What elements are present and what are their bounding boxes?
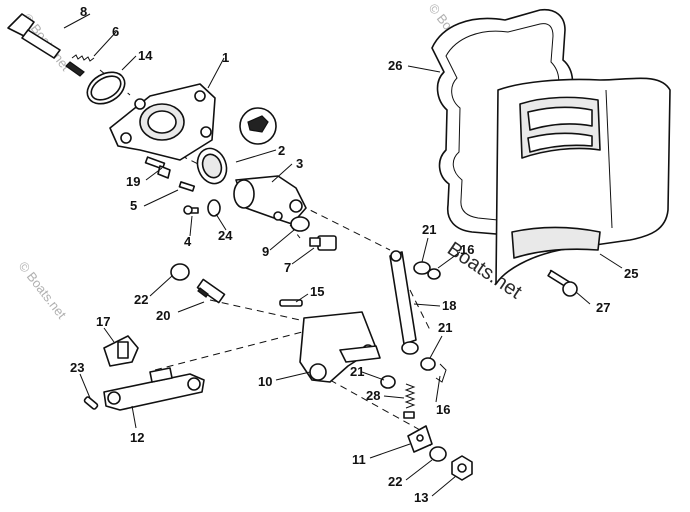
bolt-7 [309,235,337,251]
link-arm-12 [103,367,205,411]
callout-11: 11 [352,452,366,467]
callout-17: 17 [96,314,110,329]
shaft-lever-3 [233,175,307,225]
callout-21-upper: 21 [422,222,436,237]
callout-numbers: 8 6 14 1 26 2 3 19 5 4 24 9 7 21 16 25 2… [70,4,638,505]
pin-23 [83,396,99,410]
lever-bracket-10 [299,311,381,383]
washer-9 [290,216,310,232]
callout-28: 28 [366,388,380,403]
callout-9: 9 [262,244,269,259]
callout-13: 13 [414,490,428,505]
bolt-19 [144,156,171,179]
washer-21-mid [420,357,436,371]
callout-21-lower: 21 [350,364,364,379]
callout-5: 5 [130,198,137,213]
callout-21-mid: 21 [438,320,452,335]
callout-20: 20 [156,308,170,323]
nut-22-upper [170,263,190,281]
leader-lines [63,13,623,497]
screw-27 [547,269,578,297]
callout-15: 15 [310,284,324,299]
callout-14: 14 [138,48,153,63]
callout-23: 23 [70,360,84,375]
callout-24: 24 [218,228,233,243]
seal-2 [196,147,228,185]
screw-4 [183,205,199,215]
callout-3: 3 [296,156,303,171]
callout-25: 25 [624,266,638,281]
clip-16-upper [427,268,441,280]
callout-8: 8 [80,4,87,19]
spring-6 [71,54,95,62]
screw-15 [279,299,303,307]
spring-28-cap [403,411,415,419]
spring-28 [404,383,416,409]
callout-18: 18 [442,298,456,313]
callout-27: 27 [596,300,610,315]
callout-4: 4 [184,234,192,249]
watermark-left: © Boats.net [16,259,70,322]
callout-12: 12 [130,430,144,445]
grease-symbol-icon [239,107,277,145]
callout-10: 10 [258,374,272,389]
callout-22-upper: 22 [134,292,148,307]
callout-26: 26 [388,58,402,73]
callout-2: 2 [278,143,285,158]
washer-22-lower [429,446,447,462]
callout-1: 1 [222,50,229,65]
clip-16-lower [435,363,447,383]
shield-plate [495,77,671,285]
pin-5 [178,181,196,192]
callout-7: 7 [284,260,291,275]
clip-17 [103,335,139,367]
callout-16-lower: 16 [436,402,450,417]
washer-21-lower [380,375,396,389]
housing-1 [109,83,216,161]
stud-20 [196,278,226,304]
callout-22-lower: 22 [388,474,402,489]
pin-8 [7,13,85,77]
callout-6: 6 [112,24,119,39]
link-rod-18 [389,250,419,355]
callout-19: 19 [126,174,140,189]
bushing-24 [207,199,221,217]
callout-16-upper: 16 [460,242,474,257]
